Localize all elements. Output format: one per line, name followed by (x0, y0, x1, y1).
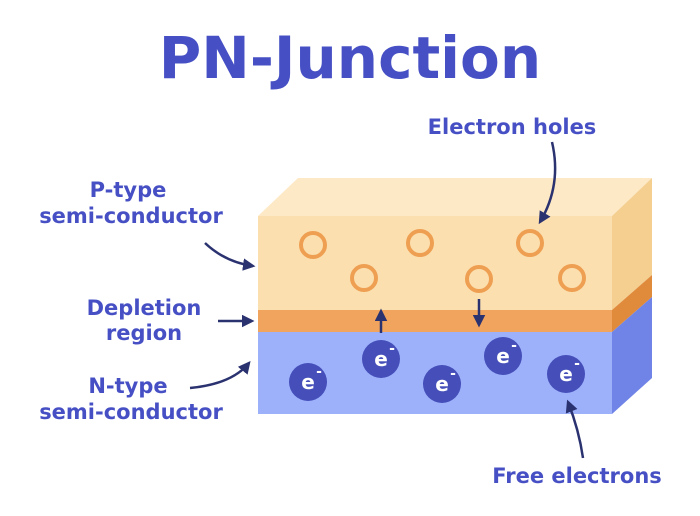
free-electrons-group: e - e - e - e - e - (289, 337, 585, 403)
depletion-side-face (612, 275, 652, 332)
electron-hole (406, 229, 434, 257)
electron: e - (423, 365, 461, 403)
electron-icon (362, 340, 400, 378)
electron-holes-callout-arrow (538, 141, 557, 225)
diagram-title: PN-Junction (159, 24, 541, 92)
electron-charge: - (574, 356, 580, 372)
electron-charge: - (389, 341, 395, 357)
electron: e - (289, 363, 327, 401)
electron-symbol: e (301, 370, 315, 394)
electron: e - (484, 337, 522, 375)
p-type-callout-arrow (204, 242, 256, 271)
p-type-label-line1: P-type (90, 178, 167, 202)
p-type-label-line2: semi-conductor (39, 204, 223, 228)
electron-holes (299, 229, 586, 293)
depletion-front-face (258, 310, 612, 332)
p-type-front-face (258, 216, 612, 310)
electron-icon (547, 355, 585, 393)
n-type-label-line2: semi-conductor (39, 400, 223, 424)
electron-icon (289, 363, 327, 401)
p-type-side-face (612, 178, 652, 310)
electron-hole (299, 231, 327, 259)
electron-symbol: e (559, 362, 573, 386)
electron-holes-label: Electron holes (428, 115, 597, 139)
electron-icon (484, 337, 522, 375)
free-electrons-callout-arrow (565, 399, 585, 459)
electron-hole (465, 265, 493, 293)
electron-hole (350, 264, 378, 292)
electron-charge: - (511, 338, 517, 354)
free-electrons-label: Free electrons (492, 464, 662, 488)
depletion-label-line1: Depletion (87, 296, 202, 320)
electron: e - (362, 340, 400, 378)
electron-symbol: e (496, 344, 510, 368)
n-type-callout-arrow (189, 361, 251, 390)
electron-symbol: e (435, 372, 449, 396)
n-type-side-face (612, 297, 652, 414)
n-type-label-line1: N-type (88, 374, 167, 398)
depletion-label-line2: region (106, 321, 182, 345)
electron-hole (558, 264, 586, 292)
electron: e - (547, 355, 585, 393)
electron-icon (423, 365, 461, 403)
depletion-layer (258, 275, 652, 332)
p-type-top-face (258, 178, 652, 216)
electron-hole (516, 229, 544, 257)
electron-symbol: e (374, 347, 388, 371)
electron-charge: - (450, 366, 456, 382)
electron-charge: - (316, 364, 322, 380)
